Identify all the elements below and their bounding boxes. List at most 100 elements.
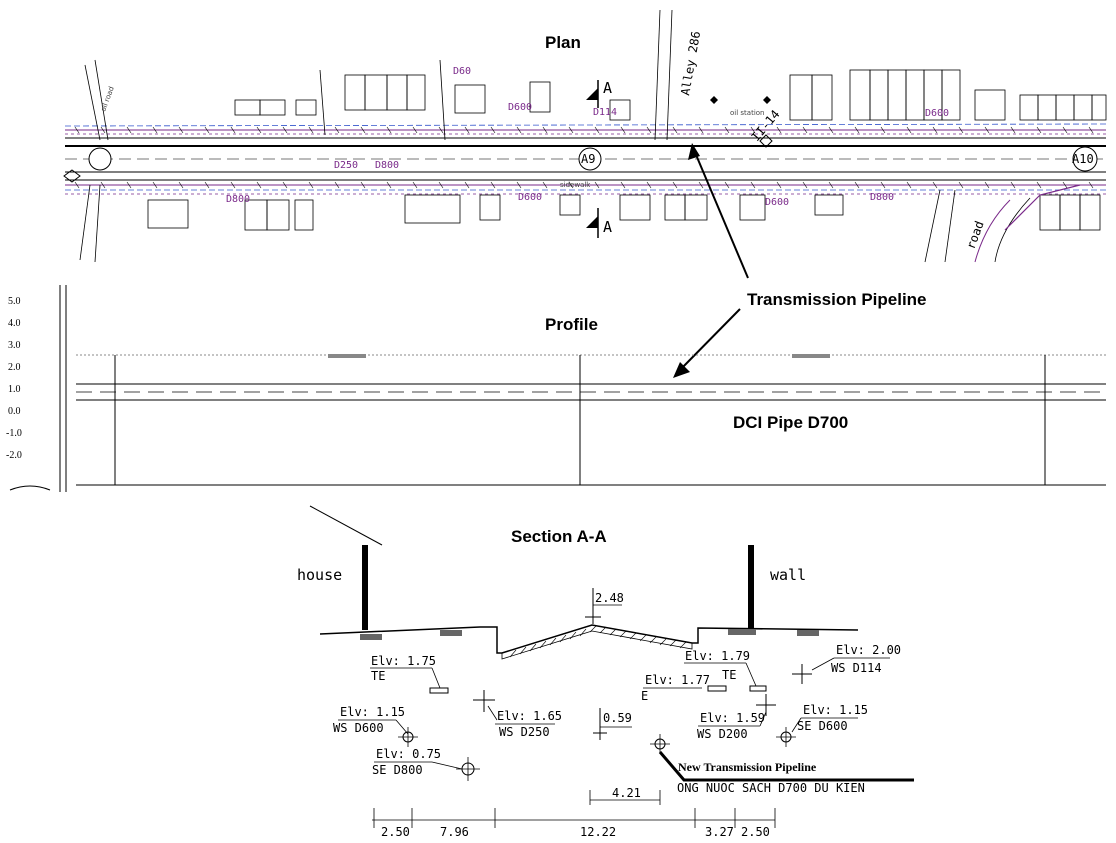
pipe-top-2 [64,123,1107,127]
side-pipe-right-b [1004,184,1081,231]
elv-075-label: Elv: 0.75 [376,747,441,761]
section-marker-bottom-label: A [603,218,612,236]
alley-286-line-b [666,9,673,141]
pipe-fitting-mark [256,181,262,189]
pipe-fitting-mark [230,126,236,134]
pipe-fitting-mark [282,181,288,189]
label-d800-right: D800 [870,192,894,203]
pipe-fitting-mark [620,181,626,189]
pipe-fitting-mark [230,181,236,189]
ws-d114-leader [811,657,835,671]
dim-796: 7.96 [440,825,469,839]
pipe-fitting-mark [542,126,548,134]
se-d600-label: SE D600 [797,719,848,733]
pipe-fitting-mark [750,126,756,134]
valve-left-icon [63,169,81,183]
pipe-fitting-mark [516,181,522,189]
buildings-top [234,69,1107,121]
station-left-circle [88,147,112,171]
vn-note-label: ONG NUOC SACH D700 DU KIEN [677,781,865,795]
label-d600-bottom: D600 [518,192,542,203]
label-d600-right: D600 [765,197,789,208]
pipe-fitting-mark [464,126,470,134]
section-marker-top-label: A [603,79,612,97]
label-d600-far: D600 [925,108,949,119]
pipe-fitting-mark [100,181,106,189]
axis-tick-5: 0.0 [8,406,21,417]
pipe-fitting-mark [958,181,964,189]
pipe-fitting-mark [334,126,340,134]
oil-station-marker-1 [710,96,718,104]
pipe-fitting-mark [568,126,574,134]
pipe-fitting-mark [438,181,444,189]
soil-hatch [360,629,819,640]
side-road-right-a [924,189,941,263]
elv-177-label: Elv: 1.77 [645,673,710,687]
section-marker-bottom-arrow [586,216,598,228]
pipe-fitting-mark [334,181,340,189]
station-a9-label: A9 [581,152,595,166]
ws-d250-leader [487,705,498,721]
pipe-fitting-mark [776,126,782,134]
profile-corner-arc [9,485,51,491]
pipe-fitting-mark [698,126,704,134]
ground-hatch-2 [792,354,830,358]
pipe-fitting-mark [1010,181,1016,189]
axis-tick-7: -2.0 [6,450,22,461]
label-d600-top: D600 [508,102,532,113]
pipe-fitting-mark [204,181,210,189]
pipe-fitting-mark [100,126,106,134]
se-d800-leader [431,761,463,770]
dim-421: 4.21 [612,786,641,800]
pipe-fitting-mark [776,181,782,189]
pipe-fitting-mark [802,181,808,189]
dim-250-right: 2.50 [741,825,770,839]
label-d250: D250 [334,160,358,171]
elv-179-leader [745,662,757,687]
te-left-label: TE [371,669,385,683]
side-road-right-b [944,189,956,263]
pipe-fitting-mark [126,126,132,134]
pipe-fitting-mark [386,181,392,189]
side-road-left-b [94,59,109,141]
dim-chain-ticks [373,790,776,828]
pipe-fitting-mark [724,181,730,189]
new-transmission-pipeline-label: New Transmission Pipeline [678,760,817,774]
pipe-fitting-mark [1036,126,1042,134]
profile-axis-ticks: 5.0 4.0 3.0 2.0 1.0 0.0 -1.0 -2.0 [6,296,22,461]
elv-200-label: Elv: 2.00 [836,643,901,657]
pipe-fitting-mark [178,181,184,189]
pipe-fitting-mark [1062,126,1068,134]
pipe-fitting-mark [568,181,574,189]
label-oil-road: oil road [99,85,115,112]
e-pipe [707,685,727,692]
side-pipe-right-a [974,199,1011,263]
pipe-fitting-mark [542,181,548,189]
elv-159-label: Elv: 1.59 [700,711,765,725]
plan-view: Plan [63,9,1107,263]
axis-tick-4: 1.0 [8,384,21,395]
label-d60: D60 [453,66,471,77]
pipe-fitting-mark [672,126,678,134]
pipe-fitting-mark [802,126,808,134]
section-marker-top-arrow [586,88,598,100]
te-left-pipe [429,687,449,694]
side-road-left-a [84,64,101,141]
pipe-fitting-mark [516,126,522,134]
pipe-fitting-mark [360,181,366,189]
alley-1 [439,59,446,141]
axis-tick-6: -1.0 [6,428,22,439]
pipe-fitting-mark [672,181,678,189]
ws-d600-label: WS D600 [333,721,384,735]
house-wall [362,545,368,630]
pipe-fitting-mark [594,181,600,189]
pipe-fitting-mark [256,126,262,134]
pipe-fitting-mark [1088,126,1094,134]
elv-179-label: Elv: 1.79 [685,649,750,663]
pipe-fitting-mark [490,181,496,189]
axis-tick-3: 2.0 [8,362,21,373]
pipe-fitting-mark [620,126,626,134]
pipe-fitting-mark [360,126,366,134]
pipe-fitting-mark [698,181,704,189]
callout-transmission-pipeline: Transmission Pipeline [747,290,927,309]
